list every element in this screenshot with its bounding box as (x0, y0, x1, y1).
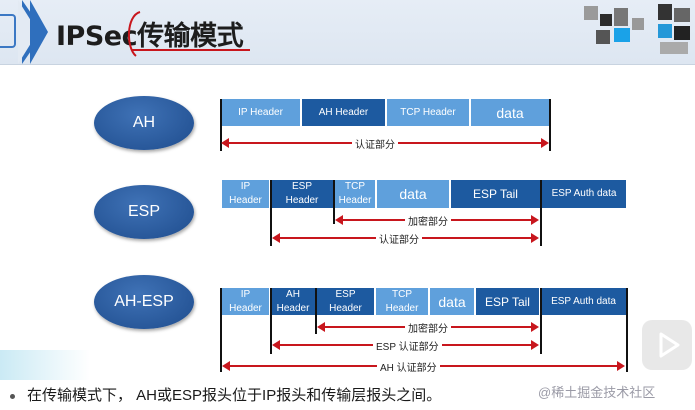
page-title: IPSec传输模式 (56, 21, 244, 52)
field-tcp-header: TCP Header (335, 180, 375, 208)
mode-label: AH-ESP (114, 293, 174, 310)
divider-line (315, 288, 317, 334)
handwritten-mark (128, 11, 250, 57)
slide-nav-icon (0, 14, 16, 48)
divider-line (540, 180, 542, 246)
field-esp-auth-data: ESP Auth data (541, 288, 626, 315)
field-data: data (471, 99, 549, 126)
mode-label: ESP (127, 203, 160, 220)
video-thumbnail (580, 0, 695, 62)
field-text: AH Header (276, 288, 310, 314)
mode-ellipse-ah: AH (94, 96, 194, 150)
field-data: data (377, 180, 449, 208)
note-text: 在传输模式下， AH或ESP报头位于IP报头和传输层报头之间。 (27, 387, 442, 404)
play-button-icon[interactable] (642, 320, 692, 370)
field-tcp-header: TCP Header (376, 288, 428, 315)
field-text: ESP Header (329, 288, 362, 314)
encrypt-label: 加密部分 (405, 213, 451, 228)
field-text: IP Header (229, 288, 262, 314)
field-esp-header: ESP Header (317, 288, 374, 315)
encrypt-label: 加密部分 (405, 320, 451, 335)
play-icon (659, 332, 680, 358)
field-ip-header: IP Header (222, 288, 269, 315)
divider-line (626, 288, 628, 372)
slide-header-bar (0, 0, 695, 65)
mode-ellipse-ah-esp: AH-ESP (94, 275, 194, 329)
bullet-dot (10, 393, 15, 399)
chevron-icon-2 (30, 0, 48, 64)
divider-line (540, 288, 542, 354)
mode-label: AH (132, 114, 156, 131)
field-text: TCP Header (338, 181, 372, 206)
field-tcp-header: TCP Header (387, 99, 469, 126)
field-esp-auth-data: ESP Auth data (542, 180, 626, 208)
left-decoration (0, 350, 90, 380)
field-text: IP Header (229, 181, 262, 206)
auth-label: 认证部分 (352, 136, 398, 151)
field-ah-header: AH Header (302, 99, 385, 126)
field-esp-header: ESP Header (271, 180, 333, 208)
field-ah-header: AH Header (271, 288, 315, 315)
divider-line (270, 288, 272, 354)
divider-line (333, 180, 335, 224)
field-data: data (430, 288, 474, 315)
auth-label: 认证部分 (376, 231, 422, 246)
bullet-note: 在传输模式下， AH或ESP报头位于IP报头和传输层报头之间。 (10, 384, 441, 405)
divider-line (220, 288, 222, 372)
field-text: TCP Header (385, 288, 419, 314)
field-esp-tail: ESP Tail (451, 180, 540, 208)
divider-line (549, 99, 551, 151)
field-ip-header: IP Header (221, 99, 300, 126)
field-esp-tail: ESP Tail (476, 288, 539, 315)
field-text: ESP Header (285, 181, 319, 206)
divider-line (220, 99, 222, 151)
mode-ellipse-esp: ESP (94, 185, 194, 239)
field-ip-header: IP Header (222, 180, 269, 208)
divider-line (270, 180, 272, 246)
ah-auth-label: AH 认证部分 (377, 359, 440, 374)
esp-auth-label: ESP 认证部分 (373, 338, 442, 353)
watermark: @稀土掘金技术社区 (538, 385, 656, 400)
